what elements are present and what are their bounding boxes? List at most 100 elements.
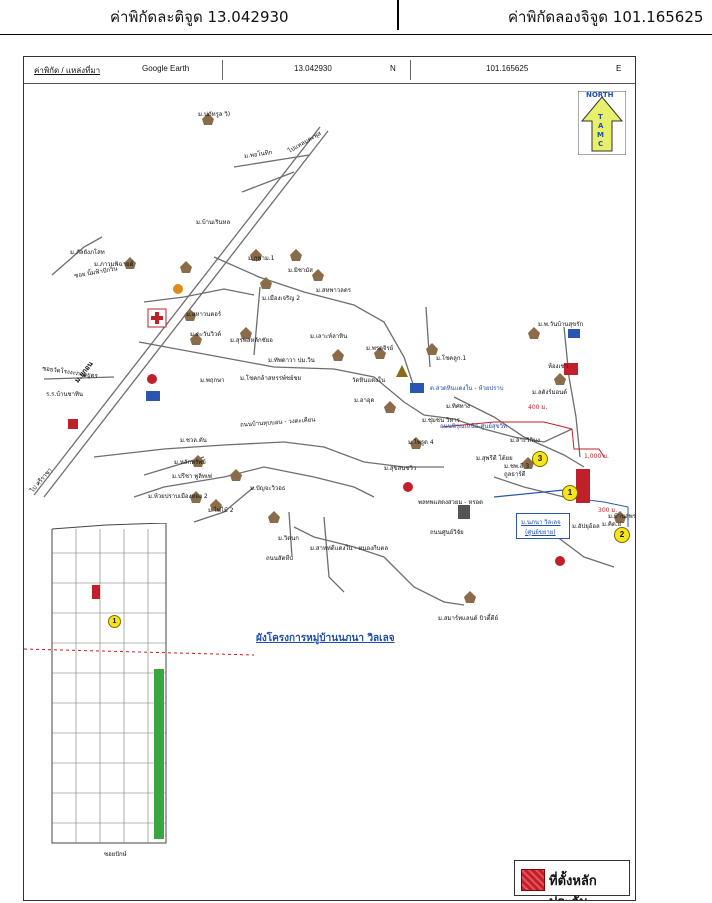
- house-icon: [410, 437, 422, 449]
- legend: ที่ตั้งหลักประกัน: [514, 860, 630, 900]
- place-label: ม.หลักทรัพย์: [174, 459, 206, 466]
- place-label: ม.ลาะวิกิบง: [510, 437, 540, 444]
- building-icon: [458, 505, 470, 519]
- road: [453, 396, 585, 468]
- place-label: ม.ไพ่ไม้ 2: [208, 507, 234, 514]
- highway-left: [33, 126, 321, 496]
- lat-value: 13.042930: [294, 64, 332, 73]
- road: [493, 476, 565, 498]
- place-label: ม.คิด.ย่: [602, 521, 622, 528]
- lat-unit: N: [390, 64, 396, 73]
- map-frame: ค่าพิกัด / แหล่งที่มา Google Earth 13.04…: [23, 56, 636, 901]
- house-icon: [290, 249, 302, 261]
- latitude-label: ค่าพิกัดละติจูด 13.042930: [110, 8, 289, 26]
- place-label: ม.สหพาวลดร: [316, 287, 351, 294]
- north-letter: M: [597, 131, 604, 139]
- north-letter: A: [598, 122, 604, 130]
- place-label: ม.เมืองเจริญ 2: [262, 295, 301, 302]
- place-label: ม.กุพาม.1: [248, 255, 275, 262]
- place-label: ม.อาอุด: [354, 397, 375, 404]
- road: [241, 171, 295, 193]
- house-icon: [332, 349, 344, 361]
- longitude-label: ค่าพิกัดลองจิจูด 101.165625: [508, 8, 704, 26]
- legend-label: ที่ตั้งหลักประกัน: [549, 873, 597, 900]
- house-icon: [384, 401, 396, 413]
- place-label: ร.ร.บ้านชาทิน: [46, 391, 84, 398]
- road: [233, 154, 310, 168]
- school-icon: [568, 329, 580, 338]
- house-icon: [190, 333, 202, 345]
- road-network: [33, 113, 629, 606]
- house-icon: [124, 257, 136, 269]
- place-label: ม.วิดนก: [278, 535, 299, 542]
- place-label: ม.ชวล.ตัน: [180, 437, 207, 444]
- place-label: ม.ปรีชา พูลิทเพ่: [172, 473, 212, 480]
- place-label: ห้องเช่า: [548, 363, 568, 370]
- place-label: ม.อัปยุอ้อล: [572, 523, 600, 530]
- place-label: ม.ห้วยปราบเมืองทอง 2: [148, 493, 208, 500]
- lon-unit: E: [616, 64, 622, 73]
- place-label: ม.สุรพลหลักชัยอ: [230, 337, 273, 344]
- place-label: ม.สาหห่ดีแดงใน - หนองกีบตล: [310, 545, 389, 552]
- house-icon: [250, 249, 262, 261]
- coord-divider: [397, 0, 399, 30]
- landmark-icon: [68, 419, 78, 429]
- place-label: ม.ไพรูด 4: [408, 439, 434, 446]
- plan-marker: 1: [108, 615, 121, 628]
- place-label: ม.ทัพดาวา ปม.วิน: [268, 357, 315, 364]
- place-label: ม.ชุ่มชน วิหาร: [422, 417, 460, 424]
- school-icon: [410, 383, 424, 393]
- school-icon: [146, 391, 160, 401]
- place-label: ม.ลตังร์มอนด์: [532, 389, 568, 396]
- house-icon: [260, 277, 272, 289]
- house-icon: [614, 511, 626, 523]
- place-label: ม.ดะวันวิวด์: [190, 331, 222, 338]
- place-label: ม.สุขสนชวิว: [384, 465, 417, 472]
- callout-line: (ศูนย์ขยาย): [525, 529, 556, 536]
- plan-bottom-label: ซอยปักษ์: [104, 851, 127, 858]
- route-line: [571, 428, 605, 458]
- house-icon: [190, 491, 202, 503]
- place-label: พลทพแสดงสวยม - หรอด: [418, 499, 484, 506]
- temple-icon: [396, 365, 408, 377]
- distance-label: 300 ม.: [598, 507, 618, 514]
- place-label: ถนนสัตหีบ: [266, 555, 294, 562]
- place-label: ม.บ้านสุพรรณ: [608, 513, 636, 520]
- place-label: ม.มิชามัส: [288, 267, 313, 274]
- north-label: NORTH: [586, 91, 614, 99]
- house-icon: [184, 309, 196, 321]
- road: [43, 376, 115, 380]
- callout-line: ม.นภนา วิลเลจ: [521, 519, 561, 526]
- road: [293, 526, 465, 606]
- place-label: ม.ชพ.สี 3: [504, 463, 530, 470]
- north-arrow-icon: [577, 90, 627, 156]
- fuel-station-icon: [147, 374, 157, 384]
- place-label: ถนนพิรุณเหนือ-ศูนย์สุขวิท: [440, 423, 507, 430]
- road: [138, 341, 405, 403]
- place-label: ม.สหาวนตอร์: [186, 311, 222, 318]
- road: [403, 401, 573, 443]
- house-icon: [180, 261, 192, 273]
- house-icon: [230, 469, 242, 481]
- project-callout: ม.นภนา วิลเลจ (ศูนย์ขยาย): [516, 513, 570, 539]
- house-icon: [192, 455, 204, 467]
- house-icon: [554, 373, 566, 385]
- road: [143, 288, 255, 303]
- place-label: ถูลธาร์ดี: [504, 471, 526, 478]
- house-icon: [268, 511, 280, 523]
- source-value: Google Earth: [142, 64, 190, 73]
- place-label: ม.ทิศทาง: [446, 403, 470, 410]
- place-label: ม.ปัญจะวิวอธ: [250, 485, 286, 492]
- header-sep: [410, 60, 411, 80]
- place-label: ม.สมาร์ทแลนด์ บิวตี้ดีย์: [438, 615, 498, 622]
- place-label: ม.ปภัทรูล วิ): [198, 111, 231, 118]
- place-label: ม.บ้านเรินหล: [196, 219, 231, 226]
- north-arrow: NORTH T A M C: [577, 90, 627, 156]
- road: [93, 441, 444, 468]
- road: [425, 306, 431, 368]
- project-title: ผังโครงการหมู่บ้านนภนา วิลเลจ: [256, 633, 395, 644]
- house-icon: [464, 591, 476, 603]
- house-icon: [528, 327, 540, 339]
- distance-label: 400 ม.: [528, 404, 548, 411]
- road: [323, 516, 345, 593]
